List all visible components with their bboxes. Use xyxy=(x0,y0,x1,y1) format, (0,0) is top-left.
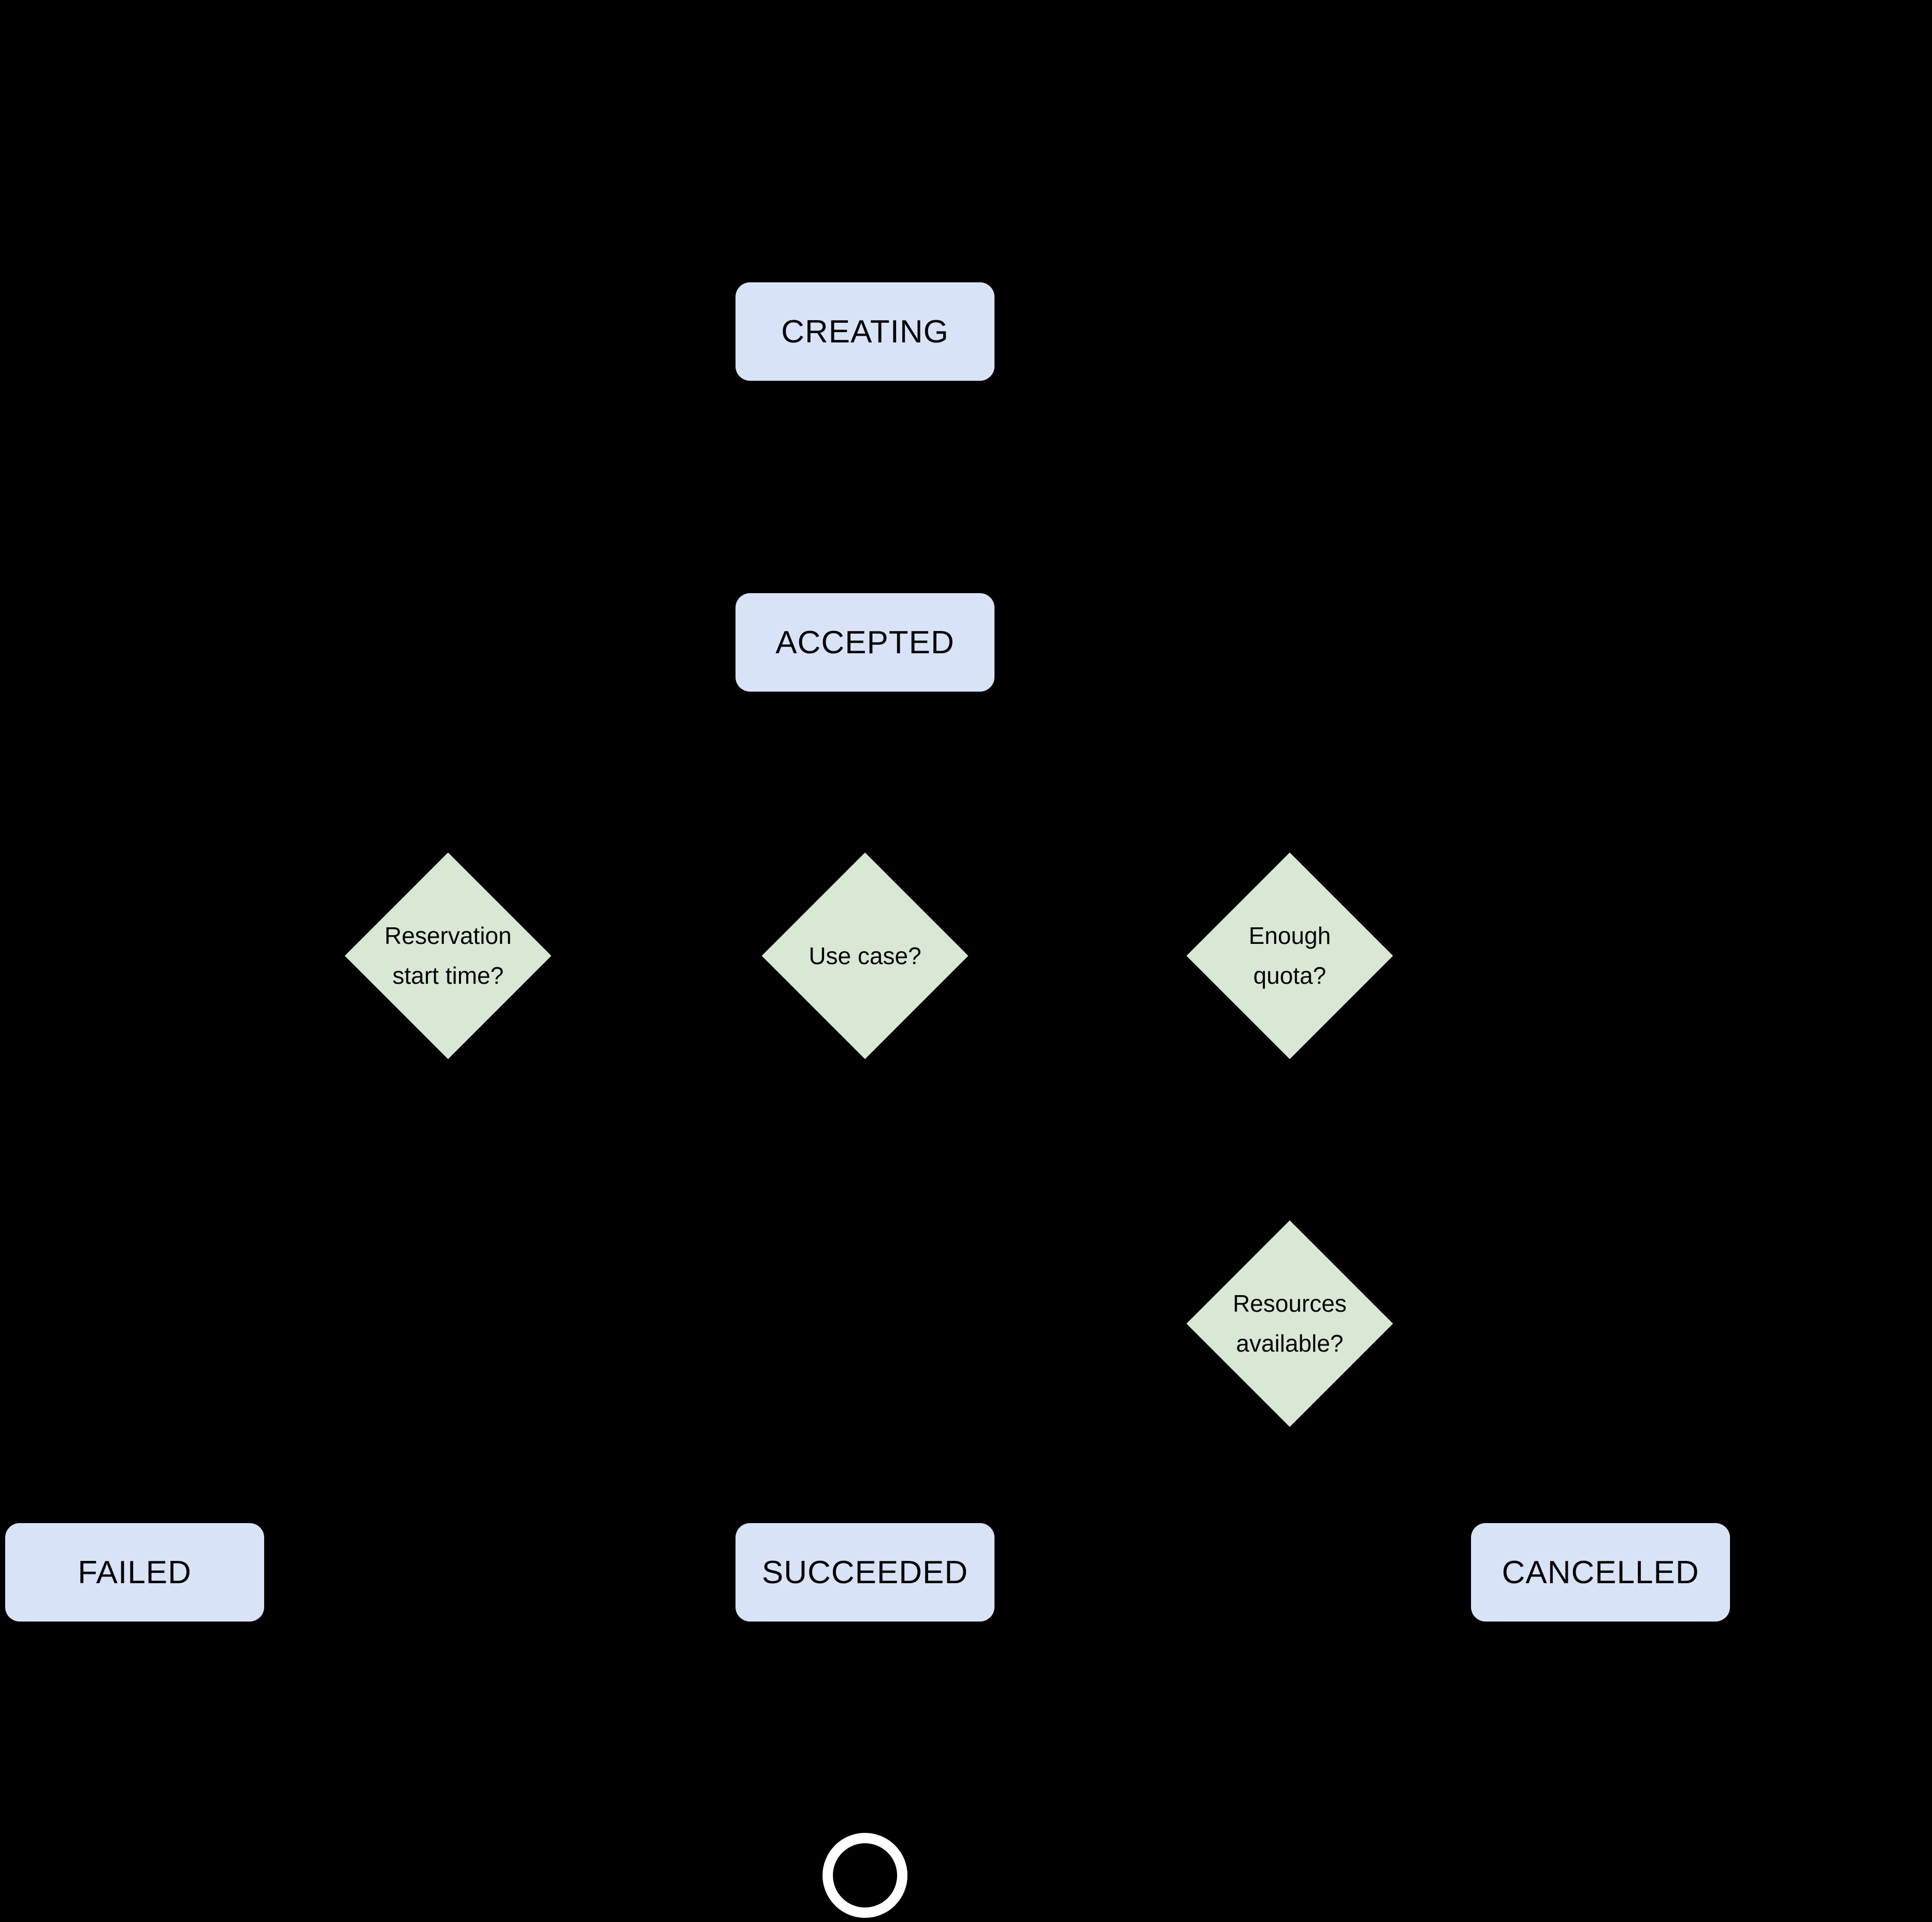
decision-enough-quota: Enough quota? xyxy=(1186,852,1393,1059)
decision-resources-available-label: Resources available? xyxy=(1233,1290,1347,1357)
decision-use-case-label: Use case? xyxy=(809,942,921,969)
terminal-failed: FAILED xyxy=(5,1523,264,1622)
state-accepted-label: ACCEPTED xyxy=(775,624,955,661)
decision-resources-available: Resources available? xyxy=(1186,1220,1393,1427)
terminal-succeeded: SUCCEEDED xyxy=(736,1523,994,1622)
state-accepted: ACCEPTED xyxy=(736,593,994,692)
decision-enough-quota-label: Enough quota? xyxy=(1248,922,1331,989)
terminal-cancelled: CANCELLED xyxy=(1471,1523,1730,1622)
decision-use-case: Use case? xyxy=(761,852,969,1059)
terminal-succeeded-label: SUCCEEDED xyxy=(761,1554,969,1590)
decision-reservation-start-time: Reservation start time? xyxy=(344,852,552,1059)
terminal-failed-label: FAILED xyxy=(78,1554,192,1590)
end-terminator-icon xyxy=(823,1833,907,1918)
state-creating-label: CREATING xyxy=(781,313,949,350)
terminal-cancelled-label: CANCELLED xyxy=(1502,1554,1699,1590)
decision-reservation-start-time-label: Reservation start time? xyxy=(384,922,512,989)
state-creating: CREATING xyxy=(736,282,994,381)
